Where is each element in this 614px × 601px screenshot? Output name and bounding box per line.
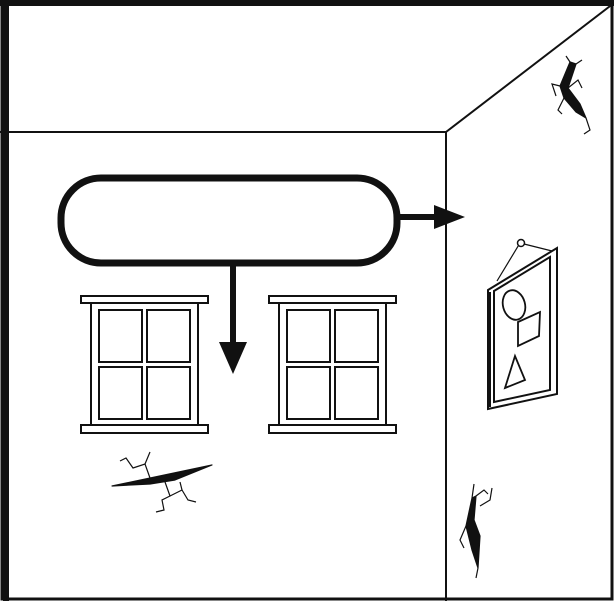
square-shape [517,310,541,348]
circle-shape [501,289,527,321]
ceiling-corner-line [445,2,614,133]
arrow-down-to-windows [219,263,247,374]
left-window-pane [98,309,143,363]
blank-rounded-label [57,174,401,267]
front-wall-crack [111,451,213,513]
right-window-top-sill [268,295,397,304]
side-wall-crack-lower [459,483,493,579]
side-wall-crack-upper [551,55,591,135]
left-window-pane [98,366,143,420]
right-window [268,295,397,434]
right-window-pane [286,366,331,420]
right-window-bottom-sill [268,424,397,434]
right-window-pane [334,309,379,363]
arrow-to-side-wall [397,205,465,229]
left-window-top-sill [80,295,209,304]
right-window-pane [286,309,331,363]
left-window-bottom-sill [80,424,209,434]
left-window [80,295,209,434]
right-window-pane [334,366,379,420]
left-window-pane [146,309,191,363]
picture-nail [516,238,526,248]
left-window-pane [146,366,191,420]
framed-picture [487,238,558,411]
triangle-shape [503,353,527,390]
